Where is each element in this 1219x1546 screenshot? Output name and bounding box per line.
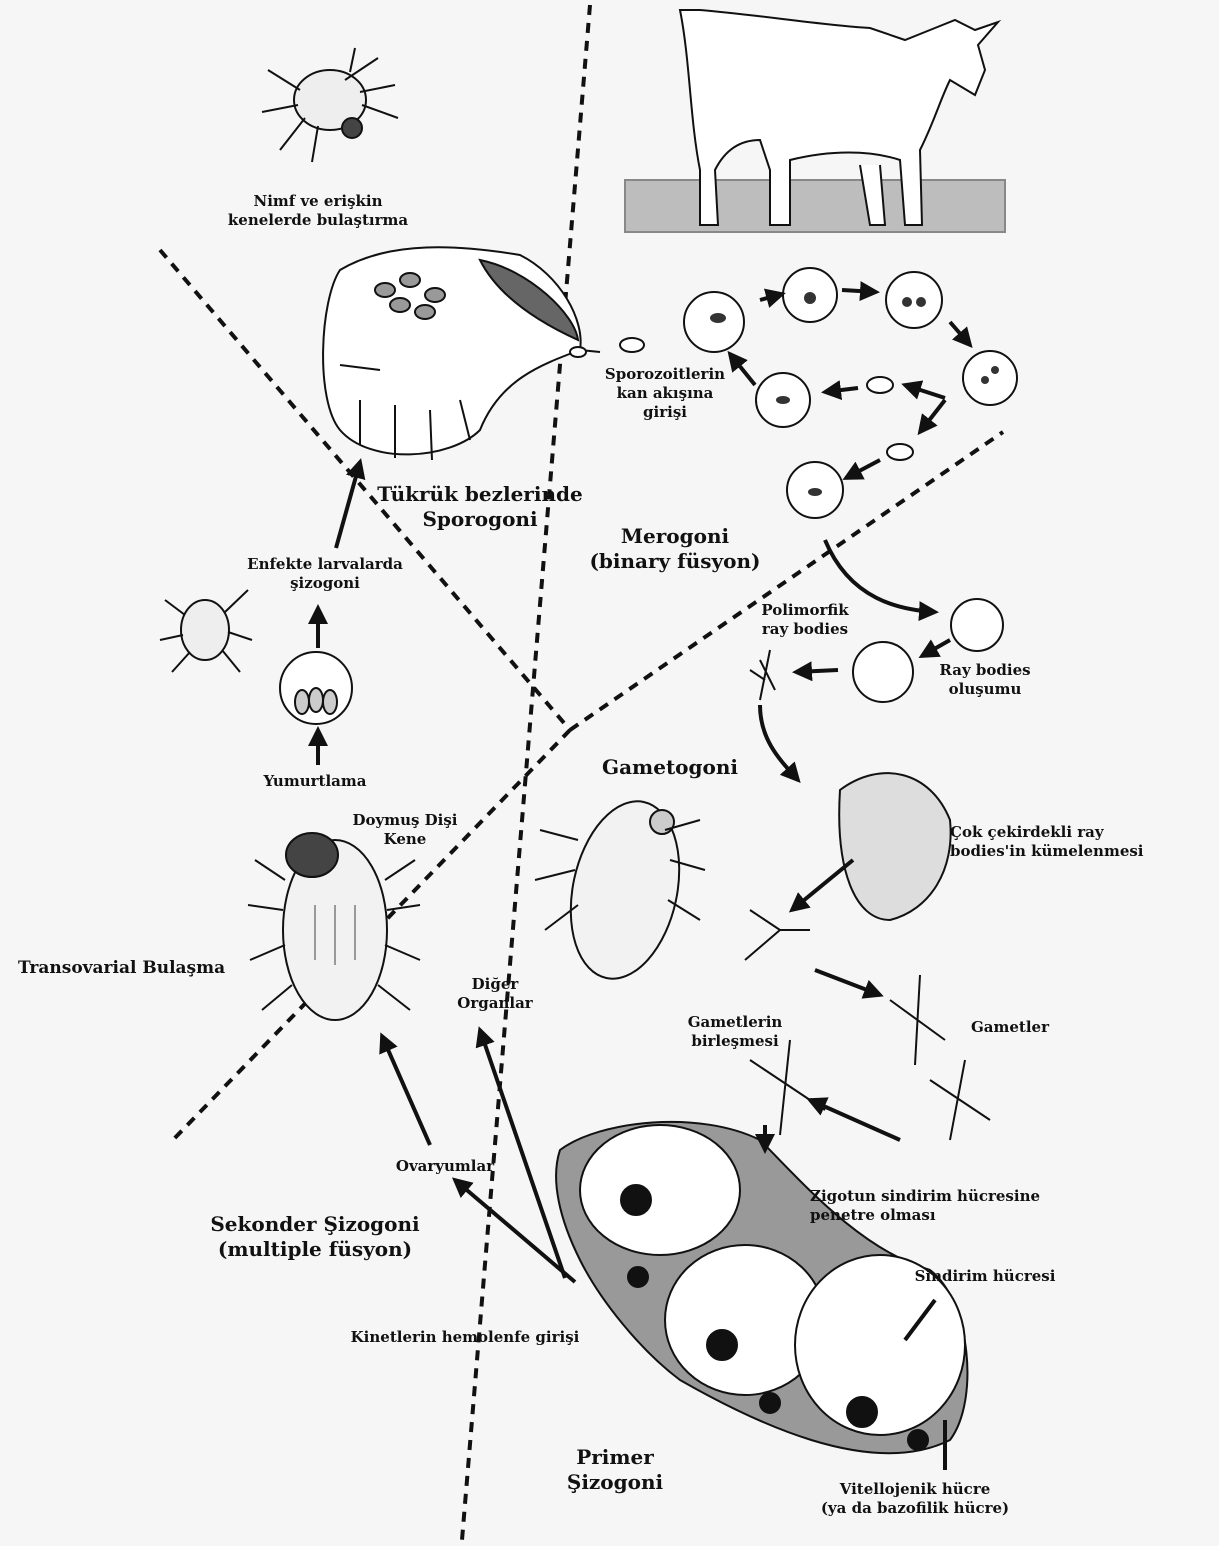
gut-cell-illustration [556,1122,967,1453]
label-vitellojenik: Vitellojenik hücre (ya da bazofilik hücr… [780,1480,1050,1518]
engorged-tick-icon [248,833,420,1020]
label-diger: Diğer Organlar [430,975,560,1013]
label-kinetlerin: Kinetlerin hemolenfe girişi [330,1328,600,1347]
tick-icon [262,48,398,162]
tick-icon [535,791,705,989]
label-transovarial: Transovarial Bulaşma [18,958,278,979]
label-polimorfik: Polimorfik ray bodies [745,601,865,639]
label-gametler: Gametler [955,1018,1065,1037]
label-gametogoni: Gametogoni [595,755,745,780]
label-gametlerin: Gametlerin birleşmesi [670,1013,800,1051]
label-cok: Çok çekirdekli ray bodies'in kümelenmesi [950,823,1165,861]
label-enfekte: Enfekte larvalarda şizogoni [245,555,405,593]
label-primer: Primer Şizogoni [555,1445,675,1495]
larva-icon [160,590,252,672]
egg-icon [280,652,352,724]
label-yumurtlama: Yumurtlama [245,772,385,791]
label-ovaryumlar: Ovaryumlar [375,1157,515,1176]
cow-illustration [625,10,1005,232]
label-sindirim: Sindirim hücresi [890,1267,1080,1286]
label-merogoni: Merogoni (binary füsyon) [580,524,770,574]
salivary-gland-illustration [323,247,600,460]
gamete-icon [750,975,990,1140]
label-raybodies: Ray bodies oluşumu [920,661,1050,699]
label-sekonder: Sekonder Şizogoni (multiple füsyon) [195,1212,435,1262]
label-zigotun: Zigotun sindirim hücresine penetre olmas… [810,1187,1070,1225]
label-doymus: Doymuş Dişi Kene [340,811,470,849]
label-sporozoitlerin: Sporozoitlerin kan akışına girişi [590,365,740,421]
label-nimf: Nimf ve erişkin kenelerde bulaştırma [198,192,438,230]
label-tukruk: Tükrük bezlerinde Sporogoni [360,482,600,532]
